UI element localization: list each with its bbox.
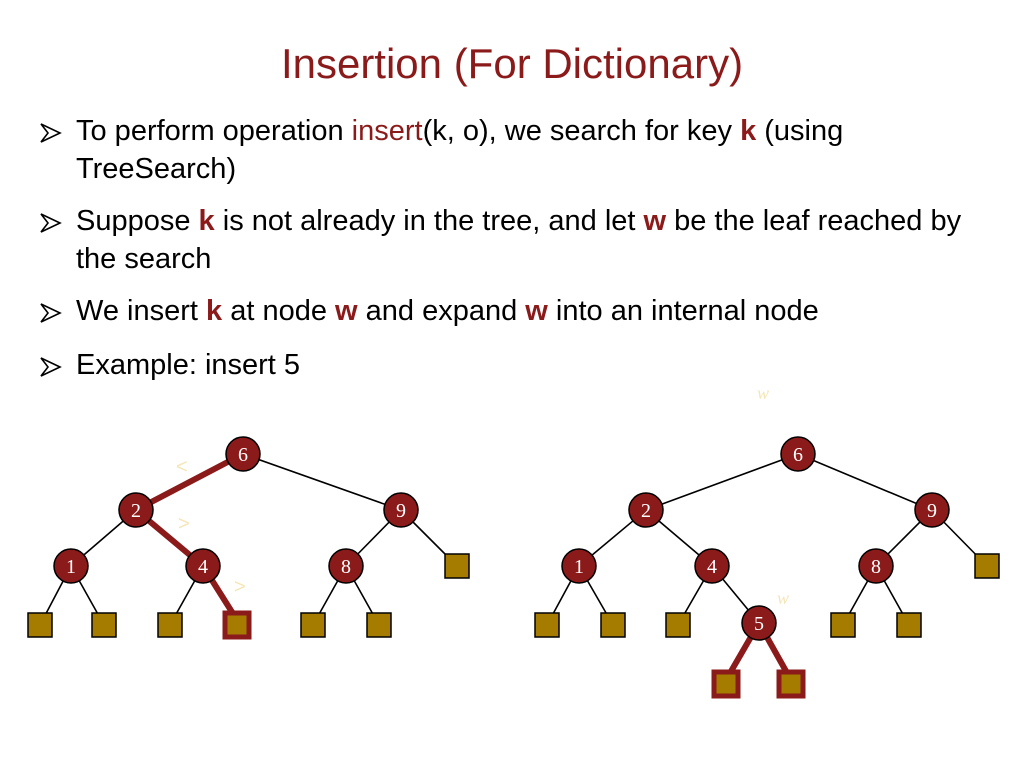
node-label: 6 — [238, 444, 248, 466]
node-label: 4 — [707, 556, 717, 578]
inserted-node: 5 — [741, 605, 777, 641]
bullet-2: Suppose k is not already in the tree, an… — [38, 202, 998, 278]
bullet-1-mid: (k, o), we search for key — [422, 115, 741, 147]
node-label: 6 — [793, 444, 803, 466]
node-label: 1 — [66, 556, 76, 578]
bullet-4-text: Example: insert 5 — [76, 349, 301, 381]
node-label: 4 — [198, 556, 208, 578]
right-tree-edges — [546, 453, 988, 626]
path-edge — [133, 451, 246, 513]
bullet-list: To perform operation insert(k, o), we se… — [38, 112, 998, 384]
bullet-1: To perform operation insert(k, o), we se… — [38, 112, 998, 188]
node-label: 9 — [396, 500, 406, 522]
tree-node: 6 — [225, 436, 261, 472]
bullet-arrow-icon — [40, 303, 62, 323]
right-tree: w 6 2 9 1 4 8 5 — [534, 436, 1000, 699]
leaf-node — [534, 612, 560, 638]
node-w: w — [525, 295, 548, 327]
node-label: 9 — [927, 500, 937, 522]
key-k: k — [206, 295, 223, 327]
leaf-node — [600, 612, 626, 638]
bullet-2-pre: Suppose — [76, 205, 199, 237]
bullet-1-pre: To perform operation — [76, 115, 352, 147]
edge — [242, 453, 402, 511]
bullet-3-mid: at node — [222, 295, 336, 327]
leaf-w: w — [643, 205, 667, 237]
bullet-arrow-icon — [40, 123, 62, 143]
node-label: 2 — [641, 500, 651, 522]
bullet-arrow-icon — [40, 213, 62, 233]
node-label: 2 — [131, 500, 141, 522]
new-leaf-node — [711, 669, 741, 699]
node-w: w — [335, 295, 358, 327]
w-label: w — [757, 383, 769, 403]
left-tree-edges — [39, 453, 458, 626]
tree-node: 1 — [53, 548, 89, 584]
node-label: 1 — [574, 556, 584, 578]
node-label: 5 — [754, 613, 764, 635]
bullet-3-post: into an internal node — [547, 295, 819, 327]
bullet-2-post: be the leaf reached by the search — [76, 205, 962, 275]
tree-node: 6 — [780, 436, 816, 472]
node-label: 8 — [341, 556, 351, 578]
tree-node: 2 — [628, 492, 664, 528]
tree-node: 4 — [694, 548, 730, 584]
leaf-node — [91, 612, 117, 638]
bullet-3: We insert k at node w and expand w into … — [38, 292, 998, 330]
node-label: 8 — [871, 556, 881, 578]
bullet-3-mid2: and expand — [357, 295, 526, 327]
tree-node: 8 — [328, 548, 364, 584]
target-leaf-w — [222, 610, 252, 640]
leaf-node — [444, 553, 470, 579]
leaf-node — [896, 612, 922, 638]
tree-node: 9 — [383, 492, 419, 528]
tree-node: 8 — [858, 548, 894, 584]
left-tree: < > > 6 2 9 1 4 8 — [27, 436, 470, 640]
compare-less-label: < — [176, 456, 188, 478]
leaf-node — [157, 612, 183, 638]
leaf-node — [665, 612, 691, 638]
tree-node: 4 — [185, 548, 221, 584]
key-k: k — [198, 205, 215, 237]
leaf-node — [830, 612, 856, 638]
slide-title: Insertion (For Dictionary) — [280, 40, 744, 87]
compare-greater-label: > — [178, 513, 190, 535]
leaf-node — [974, 553, 1000, 579]
insert-operation: insert — [351, 115, 423, 147]
bullet-4: Example: insert 5 — [38, 346, 998, 384]
compare-greater-label: > — [234, 576, 246, 598]
bullet-arrow-icon — [40, 357, 62, 377]
key-k: k — [740, 115, 757, 147]
leaf-node — [366, 612, 392, 638]
bullet-2-mid: is not already in the tree, and let — [214, 205, 644, 237]
leaf-node — [300, 612, 326, 638]
new-leaf-node — [776, 669, 806, 699]
tree-node: 9 — [914, 492, 950, 528]
search-path — [133, 451, 246, 623]
w-label: w — [777, 588, 789, 608]
bullet-1-post: (using TreeSearch) — [76, 115, 844, 185]
bullet-3-pre: We insert — [76, 295, 207, 327]
edge — [797, 453, 933, 511]
tree-node: 2 — [118, 492, 154, 528]
edge — [645, 453, 799, 511]
tree-node: 1 — [561, 548, 597, 584]
leaf-node — [27, 612, 53, 638]
